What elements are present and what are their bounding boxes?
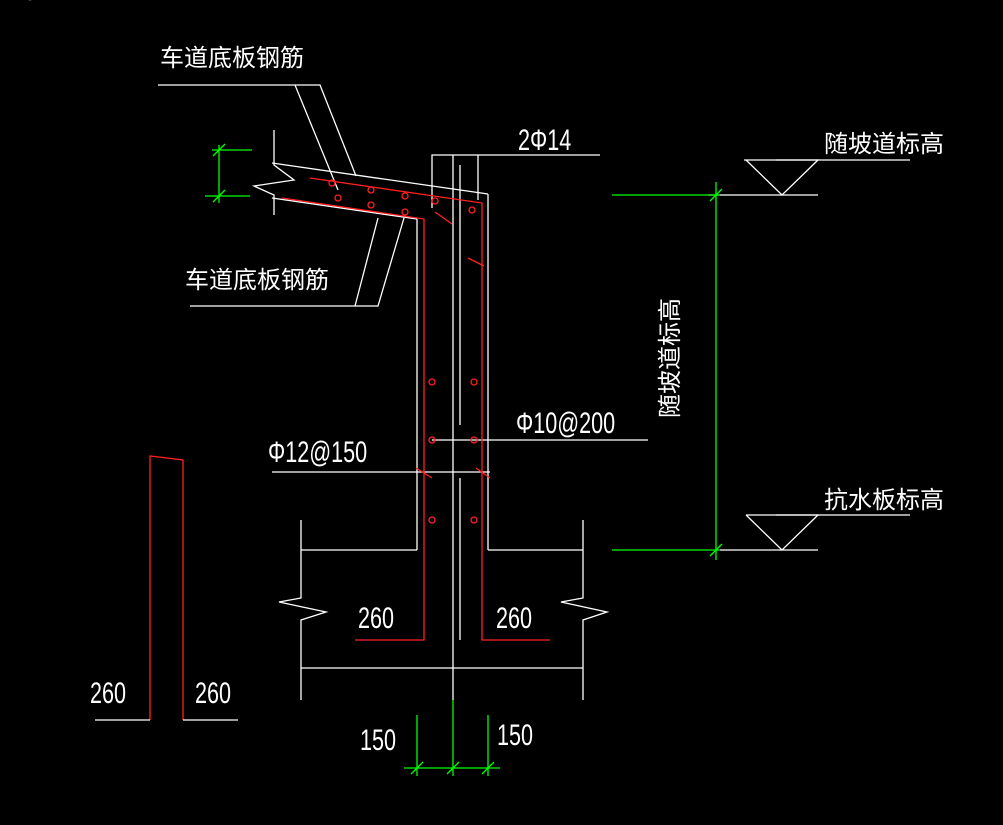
slope-elevation-vertical-label: 随坡道标高: [656, 298, 684, 418]
leader-lines: [158, 84, 910, 551]
phi12-150-label: Φ12@150: [268, 434, 367, 468]
dim-260-right: 260: [496, 600, 532, 634]
dim-150-left: 150: [360, 722, 396, 756]
rebar: [95, 177, 550, 721]
anti-float-slab-elevation-label: 抗水板标高: [824, 486, 944, 514]
slab-rebar-top-label: 车道底板钢筋: [160, 44, 304, 72]
bars-2phi14-label: 2Φ14: [518, 122, 571, 156]
dimension-lines: [205, 143, 723, 776]
slope-elevation-label: 随坡道标高: [824, 130, 944, 158]
dim-120-label: 120: [0, 0, 36, 7]
concrete-outline: [251, 130, 610, 700]
dim-260-left: 260: [358, 600, 394, 634]
dim-260-small-right: 260: [195, 675, 231, 709]
dim-150-right: 150: [497, 717, 533, 751]
slab-rebar-bottom-label: 车道底板钢筋: [185, 266, 329, 294]
phi10-200-label: Φ10@200: [516, 405, 615, 439]
dim-260-small-left: 260: [90, 675, 126, 709]
